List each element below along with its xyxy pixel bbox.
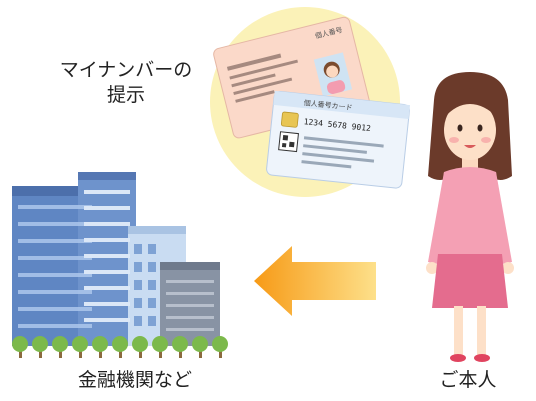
- mynumber-caption-line2: 提示: [106, 84, 145, 106]
- left-arrow-icon: [254, 246, 376, 316]
- bank-buildings: [12, 172, 220, 346]
- woman-figure: [426, 72, 514, 362]
- mynumber-caption: マイナンバーの 提示: [36, 58, 216, 108]
- qr-code: [278, 131, 299, 153]
- ic-chip: [280, 111, 299, 128]
- tree-row: [12, 336, 228, 358]
- card-portrait: [313, 52, 353, 97]
- mynumber-caption-line1: マイナンバーの: [59, 59, 193, 81]
- self-caption: ご本人: [439, 369, 497, 391]
- banks-caption: 金融機関など: [77, 369, 192, 391]
- mynumber-card-back: 個人番号カード 1234 5678 9012: [266, 90, 411, 189]
